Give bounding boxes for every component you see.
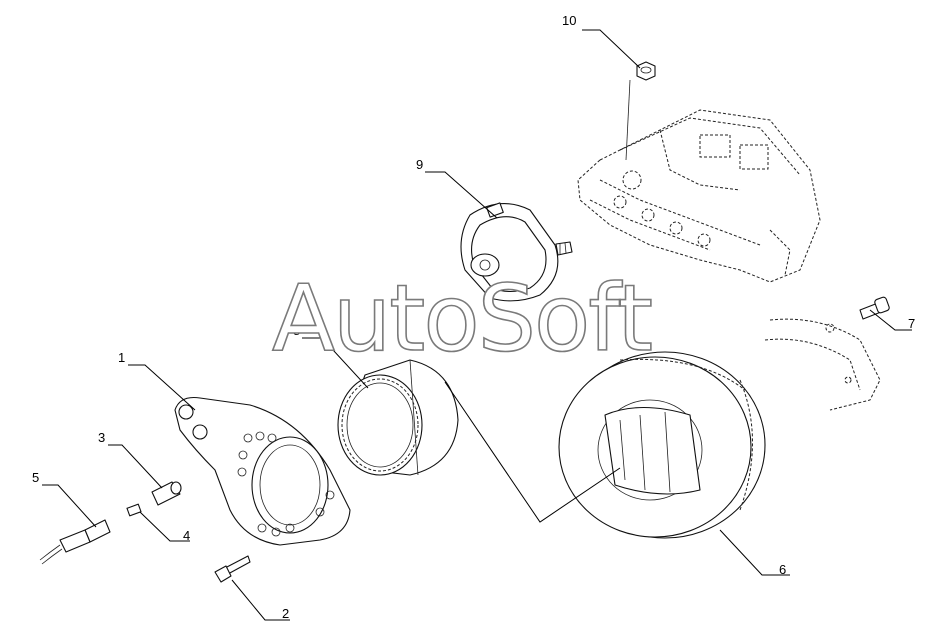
part-pin xyxy=(126,503,142,517)
part-bushing xyxy=(151,481,182,506)
leader-lines xyxy=(42,29,912,621)
part-brake-disc xyxy=(558,351,766,539)
part-small-bolt xyxy=(859,296,890,320)
part-wear-sensor xyxy=(39,519,111,565)
callout-label-9: 9 xyxy=(416,157,423,172)
part-nut xyxy=(636,61,656,81)
callout-label-10: 10 xyxy=(562,13,576,28)
part-bolt xyxy=(214,555,251,583)
callout-label-2: 2 xyxy=(282,606,289,621)
watermark-text: AutoSoft xyxy=(272,265,651,372)
part-caliper-housing xyxy=(577,79,821,283)
callout-label-7: 7 xyxy=(908,316,915,331)
part-tone-ring xyxy=(337,359,459,476)
callout-label-6: 6 xyxy=(779,562,786,577)
callout-label-5: 5 xyxy=(32,470,39,485)
callout-label-4: 4 xyxy=(183,528,190,543)
part-brake-chamber xyxy=(460,202,573,302)
part-anchor-plate xyxy=(174,396,351,546)
callout-label-8: 8 xyxy=(293,323,300,338)
callout-label-1: 1 xyxy=(118,350,125,365)
callout-label-3: 3 xyxy=(98,430,105,445)
callout-labels: 10 9 8 1 3 5 4 2 6 7 xyxy=(32,13,915,621)
part-dashed-bracket xyxy=(764,318,881,411)
